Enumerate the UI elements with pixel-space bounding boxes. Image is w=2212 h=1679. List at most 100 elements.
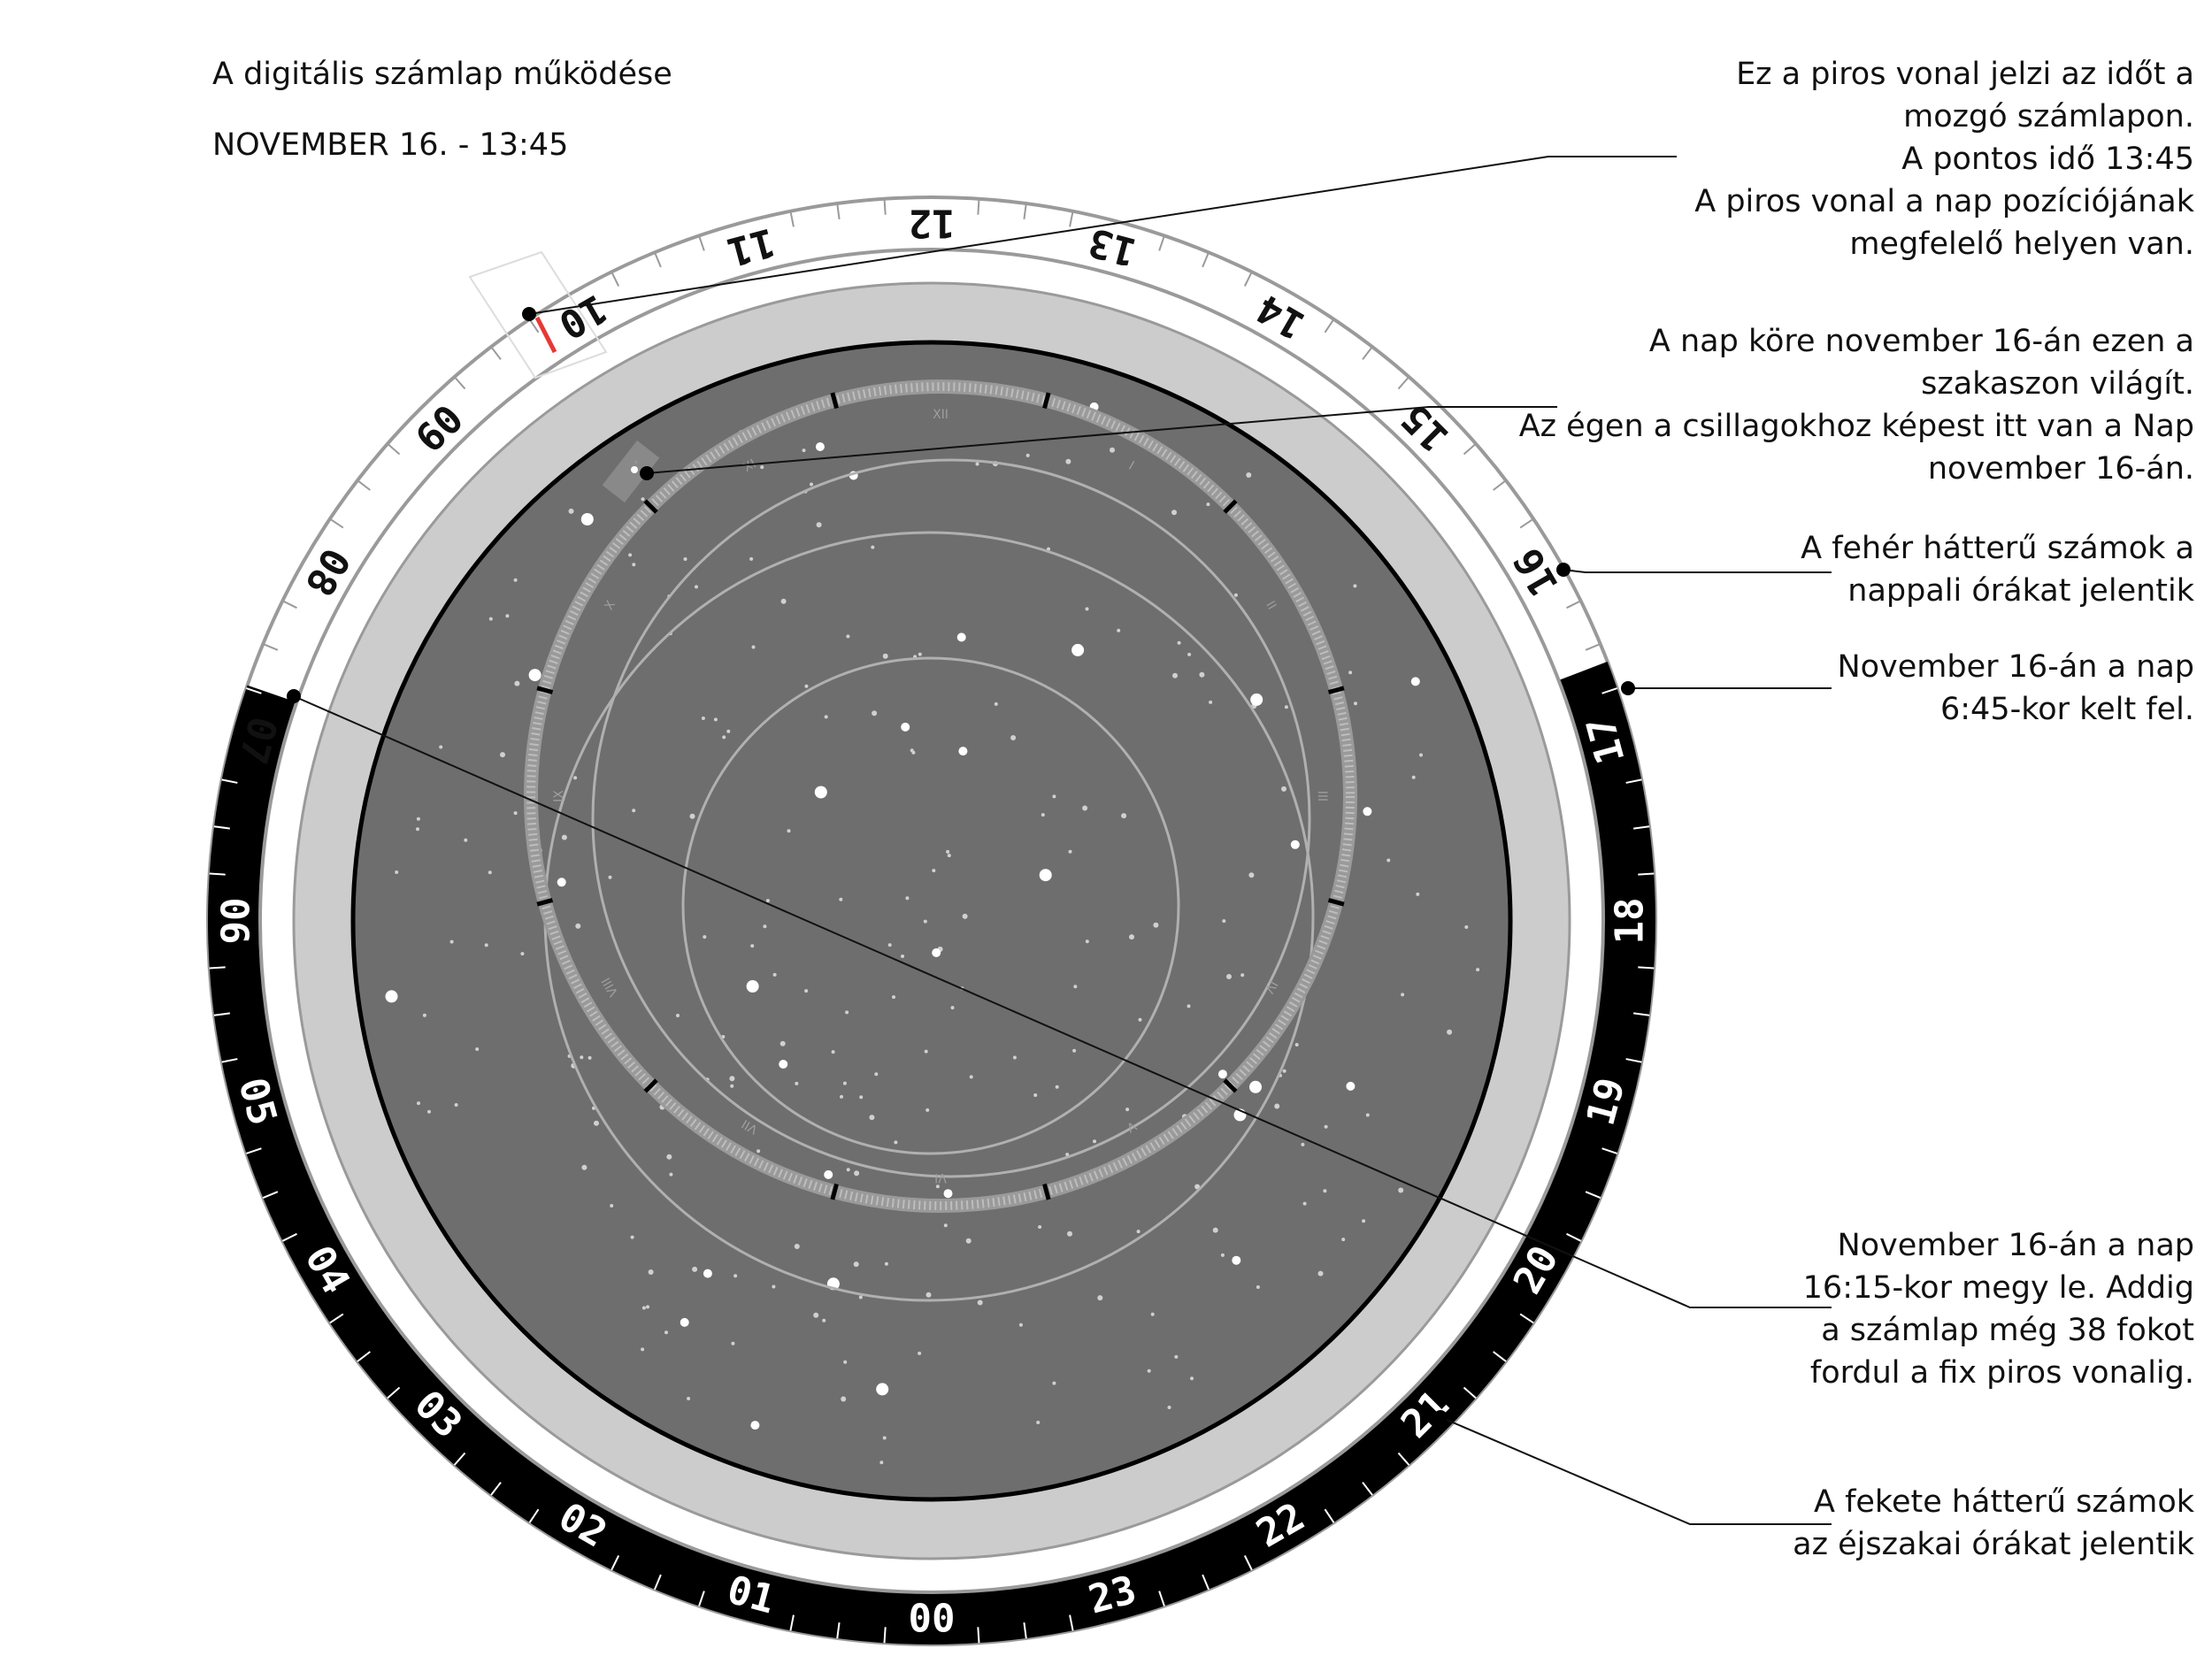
hour-label-18: 18 (1608, 898, 1653, 945)
star (772, 1284, 776, 1289)
star (1172, 672, 1178, 678)
star (1209, 700, 1213, 704)
ring-tick (1585, 643, 1601, 651)
star (842, 1081, 847, 1085)
ring-tick (836, 203, 841, 219)
star (1302, 1201, 1307, 1206)
star (760, 465, 764, 470)
star (751, 645, 756, 649)
star (1419, 753, 1423, 757)
star (1033, 1093, 1038, 1097)
star (628, 553, 633, 557)
ring-tick (1397, 1452, 1410, 1466)
ring-tick (1638, 966, 1655, 970)
star (894, 1140, 898, 1145)
star (1341, 1238, 1346, 1242)
star (449, 939, 454, 944)
star (787, 829, 791, 833)
ring-tick (387, 1386, 401, 1399)
hour-ring-ticks (209, 198, 1655, 1644)
star (1346, 1081, 1356, 1091)
star (669, 1172, 673, 1177)
star (943, 1189, 953, 1199)
ecliptic-tick (1327, 686, 1345, 694)
ring-tick (1362, 1482, 1373, 1496)
star (843, 1360, 848, 1364)
star (1248, 872, 1255, 878)
star (918, 652, 922, 656)
star (1150, 1312, 1155, 1316)
star (439, 745, 443, 749)
star (853, 1261, 859, 1268)
star (1301, 1142, 1305, 1146)
ring-tick (977, 1627, 980, 1644)
star (1010, 735, 1017, 740)
star (780, 1040, 786, 1046)
star (1274, 1103, 1280, 1109)
star (772, 972, 777, 977)
ring-tick (1633, 1012, 1650, 1016)
ring-tick (221, 778, 238, 784)
star (882, 653, 888, 659)
star (729, 1076, 735, 1082)
star (816, 522, 822, 528)
ring-tick (1202, 1574, 1210, 1591)
celestial-circle-outer (591, 458, 1311, 1178)
star (956, 632, 966, 642)
star (780, 598, 787, 604)
star (689, 813, 695, 819)
sky-disc (350, 340, 1513, 1502)
star (500, 752, 505, 758)
ring-tick (528, 318, 540, 334)
star (871, 545, 875, 549)
star (632, 809, 636, 813)
star (1317, 1270, 1324, 1276)
star (641, 1347, 645, 1352)
star (1018, 1322, 1023, 1327)
star (1249, 1080, 1262, 1093)
ring-tick (698, 235, 705, 251)
star (846, 1168, 850, 1172)
star (680, 1317, 689, 1327)
ring-tick (1202, 251, 1210, 268)
star (1281, 786, 1286, 792)
star (884, 1261, 888, 1266)
star (588, 1055, 592, 1060)
star (901, 722, 910, 732)
star (1194, 1184, 1201, 1190)
star (1464, 925, 1469, 929)
star (1447, 1029, 1453, 1035)
star (1206, 502, 1210, 507)
ring-tick (246, 687, 262, 694)
ecliptic-tick (1223, 499, 1238, 514)
star (730, 1084, 734, 1088)
ring-tick (209, 966, 226, 970)
leader-lines (293, 156, 1832, 1525)
leader-red-line (528, 156, 1677, 315)
star (1073, 985, 1078, 989)
star (575, 923, 581, 929)
star (750, 1421, 760, 1430)
ring-tick (281, 600, 297, 610)
ring-tick (1324, 318, 1335, 334)
star (1290, 840, 1300, 849)
ring-tick (1023, 203, 1027, 219)
ring-tick (528, 1508, 540, 1523)
star (1294, 1043, 1299, 1046)
ring-tick (329, 518, 344, 529)
star (687, 1397, 691, 1400)
star (1093, 1139, 1096, 1144)
star (975, 462, 979, 466)
star (1217, 1070, 1227, 1079)
star (932, 869, 936, 873)
star (1398, 1187, 1404, 1193)
star (926, 1108, 930, 1112)
star (822, 1318, 826, 1322)
star (892, 995, 895, 1000)
ring-tick (221, 1058, 238, 1063)
star (1068, 849, 1072, 854)
star (703, 1269, 712, 1278)
star (488, 870, 492, 875)
